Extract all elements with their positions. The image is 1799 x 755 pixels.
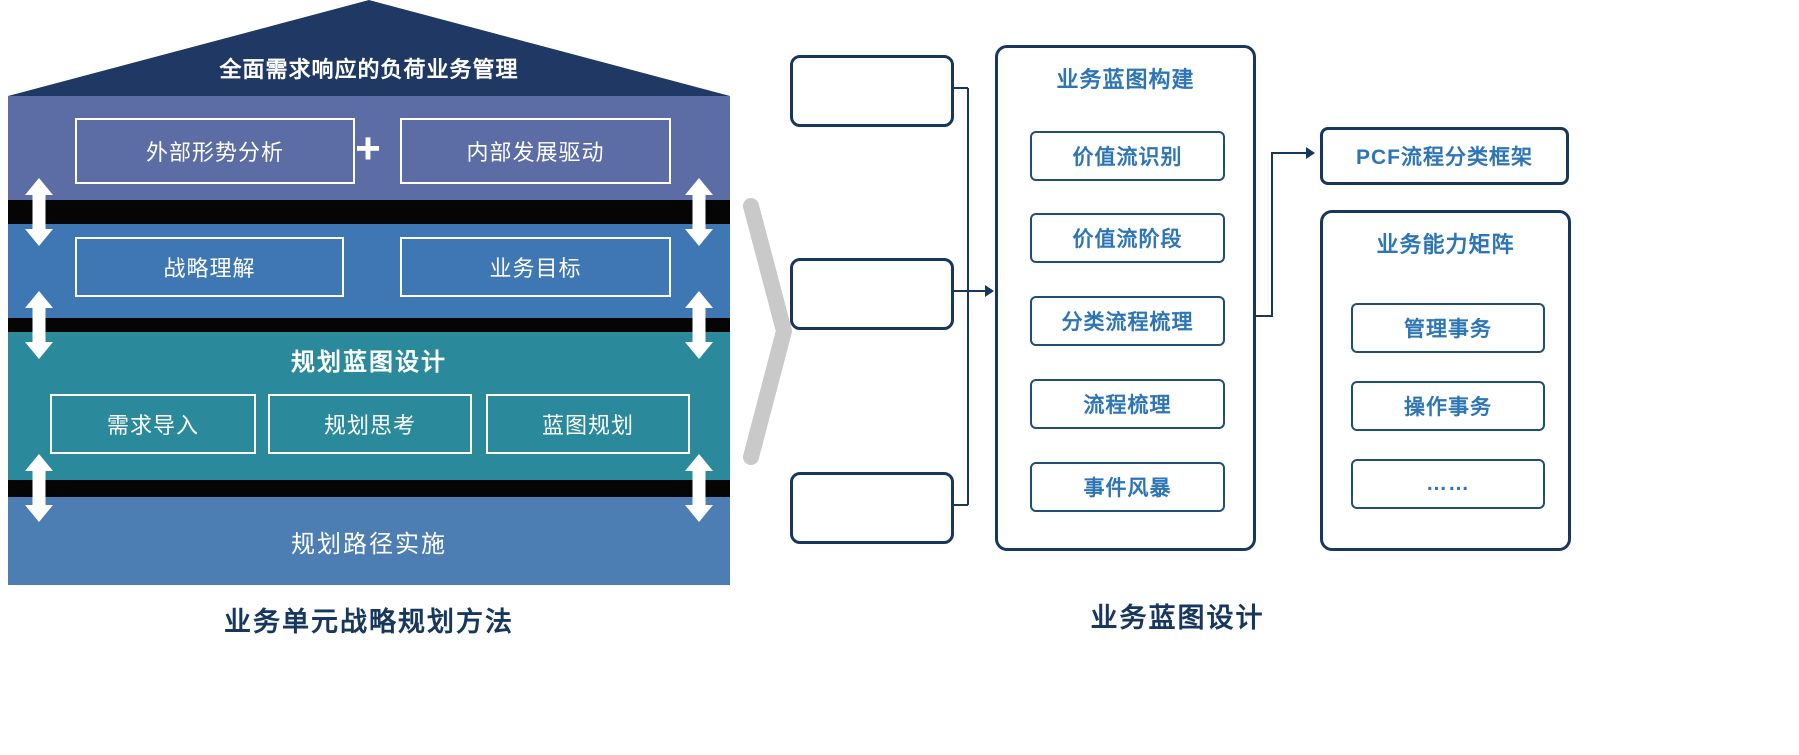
blueprint-build-panel: 业务蓝图构建 价值流识别 价值流阶段 分类流程梳理 流程梳理 事件风暴: [995, 45, 1256, 551]
left-caption: 业务单元战略规划方法: [224, 607, 514, 637]
path-implementation-title: 规划路径实施: [291, 530, 447, 558]
arrowhead-into-pcf: [1306, 147, 1315, 159]
box-external-analysis: 外部形势分析: [75, 118, 355, 184]
blueprint-design-title: 规划蓝图设计: [291, 349, 447, 376]
matrix-item-operation: 操作事务: [1351, 381, 1545, 431]
step-value-stream-stage: 价值流阶段: [1030, 213, 1225, 263]
double-arrow-icon: [685, 291, 713, 359]
chevron-arrow-icon: [743, 198, 792, 465]
right-caption: 业务蓝图设计: [1090, 603, 1265, 633]
double-arrow-icon: [685, 454, 713, 522]
double-arrow-icon: [25, 291, 53, 359]
box-blueprint-planning: 蓝图规划: [486, 394, 690, 454]
band-stack: 外部形势分析 + 内部发展驱动 战略理解 业务目标 规划蓝图设计 需求导入 规划…: [8, 96, 730, 585]
box-demand-import: 需求导入: [50, 394, 256, 454]
double-arrow-icon: [685, 178, 713, 246]
input-placeholder-box-1: [790, 55, 954, 127]
step-process-sorting: 流程梳理: [1030, 379, 1225, 429]
matrix-item-ellipsis: ……: [1351, 459, 1545, 509]
band-path-implementation: 规划路径实施: [8, 497, 730, 585]
plus-sign: +: [355, 124, 381, 173]
double-arrow-icon: [25, 178, 53, 246]
step-classified-process-sorting: 分类流程梳理: [1030, 296, 1225, 346]
roof-banner: 全面需求响应的负荷业务管理: [8, 0, 730, 96]
band-blueprint-design: 规划蓝图设计 需求导入 规划思考 蓝图规划: [8, 332, 730, 480]
double-arrow-icon: [25, 454, 53, 522]
input-placeholder-box-3: [790, 472, 954, 544]
box-internal-drive: 内部发展驱动: [400, 118, 671, 184]
step-event-storming: 事件风暴: [1030, 462, 1225, 512]
strategy-pyramid-diagram: 全面需求响应的负荷业务管理 外部形势分析 + 内部发展驱动 战略理解 业务目标 …: [8, 0, 730, 585]
roof-title: 全面需求响应的负荷业务管理: [219, 57, 519, 82]
band-situation-analysis: 外部形势分析 + 内部发展驱动: [8, 96, 730, 200]
capability-matrix-title: 业务能力矩阵: [1376, 232, 1515, 257]
band-strategy-goals: 战略理解 业务目标: [8, 224, 730, 318]
arrowhead-into-flow-panel: [985, 285, 994, 297]
capability-matrix-panel: 业务能力矩阵 管理事务 操作事务 ……: [1320, 210, 1571, 551]
blueprint-build-title: 业务蓝图构建: [1056, 67, 1195, 92]
input-placeholder-box-2: [790, 258, 954, 330]
box-strategy-understanding: 战略理解: [75, 237, 344, 297]
box-business-goal: 业务目标: [400, 237, 671, 297]
step-value-stream-identify: 价值流识别: [1030, 131, 1225, 181]
matrix-item-management: 管理事务: [1351, 303, 1545, 353]
pcf-framework-box: PCF流程分类框架: [1320, 127, 1569, 185]
box-planning-thinking: 规划思考: [268, 394, 472, 454]
